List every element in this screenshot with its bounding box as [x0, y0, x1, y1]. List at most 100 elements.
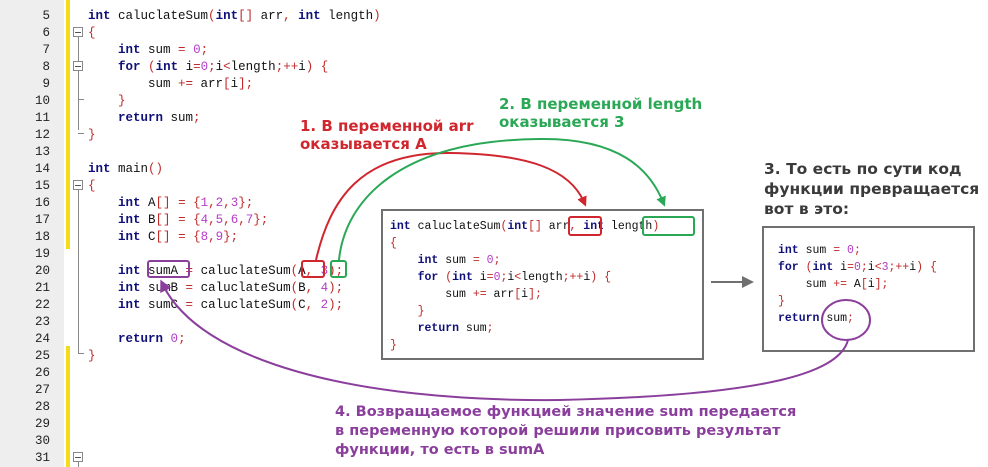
- text-token: i: [215, 60, 224, 74]
- code-line[interactable]: int main(): [88, 161, 163, 178]
- line-number: 31: [34, 451, 50, 465]
- text-token: sum: [390, 288, 473, 301]
- punct-token: {: [88, 179, 96, 193]
- code-line[interactable]: int caluclateSum(int[] arr, int length): [88, 8, 381, 25]
- punct-token: {: [193, 196, 201, 210]
- punct-token: (: [445, 271, 453, 284]
- number-token: 0: [853, 261, 861, 274]
- arg-3-highlight: [330, 260, 347, 278]
- punct-token: =: [847, 261, 854, 274]
- line-number: 24: [34, 332, 50, 346]
- punct-token: []: [528, 220, 542, 233]
- arg-a-highlight: [301, 260, 325, 278]
- punct-token: ,: [208, 213, 216, 227]
- fold-toggle[interactable]: [73, 180, 83, 190]
- fold-end: [78, 133, 84, 134]
- box-code-line: for (int i=0;i<3;++i) {: [778, 259, 937, 276]
- punct-token: <: [514, 271, 522, 284]
- note-2-line-2: оказывается 3: [499, 113, 625, 131]
- code-line[interactable]: }: [88, 127, 96, 144]
- keyword-token: int: [215, 9, 239, 23]
- note-1-line-1: 1. В переменной arr: [300, 117, 474, 135]
- text-token: length: [604, 220, 653, 233]
- keyword-token: return: [118, 332, 164, 346]
- text-token: i: [521, 288, 529, 301]
- punct-token: }: [417, 305, 425, 318]
- code-line[interactable]: for (int i=0;i<length;++i) {: [88, 59, 328, 76]
- text-token: B: [140, 213, 156, 227]
- note-3-line-2: функции превращается: [764, 180, 980, 198]
- change-bar: [66, 0, 70, 249]
- text-token: i: [867, 278, 875, 291]
- text-token: caluclateSum: [410, 220, 501, 233]
- fold-end: [78, 99, 84, 100]
- number-token: 8: [200, 230, 209, 244]
- fold-toggle[interactable]: [73, 61, 83, 71]
- code-line[interactable]: }: [88, 93, 126, 110]
- text-token: sumA: [140, 264, 186, 278]
- punct-token: }: [778, 295, 785, 308]
- punct-token: ;++: [888, 261, 910, 274]
- punct-token: ,: [208, 196, 216, 210]
- keyword-token: int: [507, 220, 529, 233]
- number-token: 0: [847, 244, 854, 257]
- box-code-line: return sum;: [778, 310, 854, 327]
- fold-toggle[interactable]: [73, 452, 83, 462]
- code-line[interactable]: int A[] = {1,2,3};: [88, 195, 253, 212]
- keyword-token: int: [88, 9, 111, 23]
- code-line[interactable]: sum += arr[i];: [88, 76, 253, 93]
- box-code-line: {: [390, 235, 397, 252]
- number-token: 0: [170, 332, 179, 346]
- punct-token: =: [185, 298, 194, 312]
- punct-token: =: [178, 196, 186, 210]
- keyword-token: int: [118, 298, 141, 312]
- text-token: i: [583, 271, 591, 284]
- code-line[interactable]: int sum = 0;: [88, 42, 208, 59]
- note-2: 2. В переменной length оказывается 3: [499, 95, 702, 131]
- keyword-token: int: [298, 9, 321, 23]
- code-line[interactable]: int sumC = caluclateSum(C, 2);: [88, 297, 343, 314]
- code-line[interactable]: }: [88, 348, 96, 365]
- punct-token: }: [390, 339, 397, 352]
- punct-token: (: [290, 281, 299, 295]
- text-token: i: [298, 60, 306, 74]
- keyword-token: int: [118, 281, 141, 295]
- code-line[interactable]: {: [88, 25, 96, 42]
- note-3: 3. То есть по сути код функции превращае…: [764, 159, 979, 219]
- line-number: 8: [42, 60, 50, 74]
- code-line[interactable]: return 0;: [88, 331, 186, 348]
- number-token: 0: [193, 43, 201, 57]
- line-number: 29: [34, 417, 50, 431]
- punct-token: ;: [493, 254, 501, 267]
- note-3-line-1: 3. То есть по сути код: [764, 160, 962, 178]
- code-line[interactable]: int C[] = {8,9};: [88, 229, 238, 246]
- punct-token: ): [305, 60, 314, 74]
- code-line[interactable]: int B[] = {4,5,6,7};: [88, 212, 268, 229]
- fold-toggle[interactable]: [73, 27, 83, 37]
- box-code-line: }: [390, 303, 425, 320]
- punct-token: );: [328, 298, 344, 312]
- number-token: 1: [200, 196, 209, 210]
- punct-token: ,: [208, 230, 216, 244]
- keyword-token: for: [118, 60, 141, 74]
- line-number: 25: [34, 349, 50, 363]
- text-token: C: [298, 298, 306, 312]
- code-line[interactable]: return sum;: [88, 110, 201, 127]
- punct-token: };: [238, 196, 254, 210]
- code-line[interactable]: {: [88, 178, 96, 195]
- punct-token: []: [155, 230, 171, 244]
- note-4: 4. Возвращаемое функцией значение sum пе…: [335, 403, 796, 460]
- line-number: 16: [34, 196, 50, 210]
- line-number: 20: [34, 264, 50, 278]
- keyword-token: int: [88, 162, 111, 176]
- note-4-line-2: в переменную которой решили присовить ре…: [335, 423, 781, 439]
- number-token: 7: [245, 213, 254, 227]
- line-number: 14: [34, 162, 50, 176]
- line-number: 6: [42, 26, 50, 40]
- text-token: i: [230, 77, 239, 91]
- punct-token: ): [373, 9, 381, 23]
- keyword-token: int: [118, 43, 141, 57]
- arrow-length: [338, 137, 666, 261]
- punct-token: {: [88, 26, 96, 40]
